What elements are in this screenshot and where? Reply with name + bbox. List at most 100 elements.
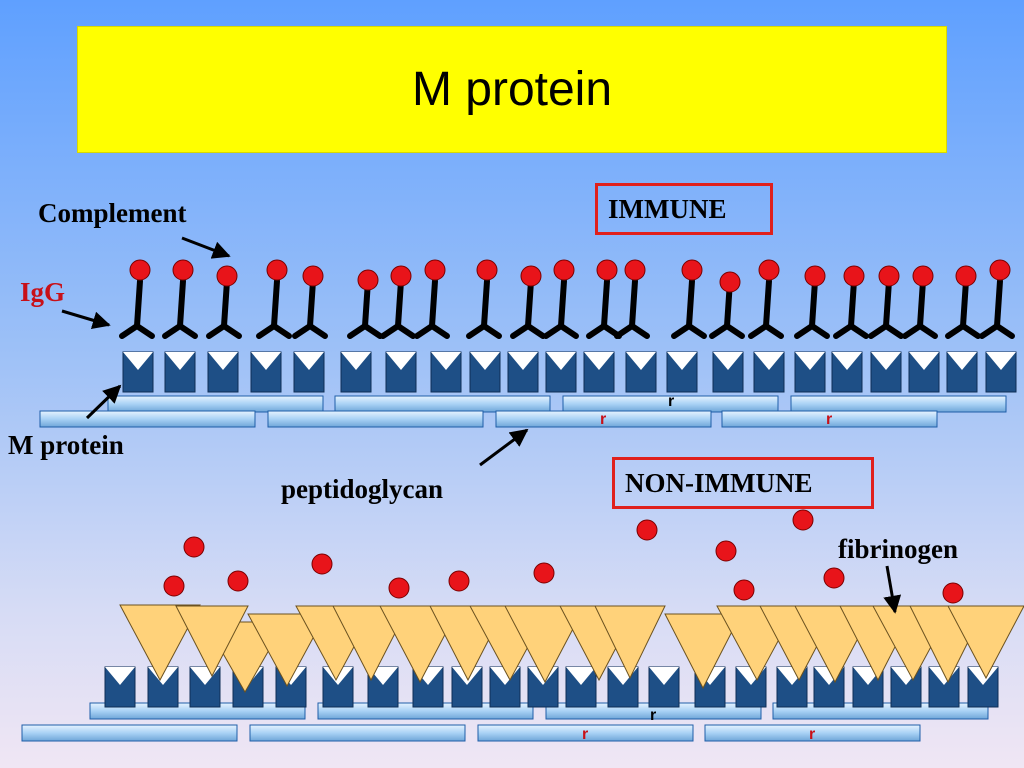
m-protein-notch <box>754 352 784 370</box>
complement-ball <box>719 271 741 293</box>
m-protein-notch <box>871 352 901 370</box>
igg-arm <box>794 323 815 339</box>
igg-arm <box>543 323 564 339</box>
complement-label: Complement <box>38 198 187 228</box>
complement-ball <box>448 570 470 592</box>
peptidoglycan-label: peptidoglycan <box>281 474 444 504</box>
complement-ball <box>266 259 288 281</box>
complement-ball <box>912 265 934 287</box>
complement-ball <box>636 519 658 541</box>
igg-stem <box>481 278 490 329</box>
igg-arm <box>525 323 546 339</box>
complement-ball <box>302 265 324 287</box>
igg-arm <box>917 323 938 339</box>
m-protein-notch <box>294 352 324 370</box>
peptidoglycan-bar <box>39 410 256 428</box>
complement-ball <box>843 265 865 287</box>
m-protein-notch <box>208 352 238 370</box>
igg-arm <box>709 323 730 339</box>
igg-stem <box>601 278 610 329</box>
complement-ball <box>596 259 618 281</box>
r-label: r <box>582 726 588 743</box>
fibrinogen-triangle <box>947 605 1024 680</box>
non-immune-label: NON-IMMUNE <box>612 457 874 509</box>
peptidoglycan-bar <box>721 410 938 428</box>
igg-stem <box>848 278 857 329</box>
fibrinogen-label: fibrinogen <box>838 534 959 564</box>
complement-ball <box>520 265 542 287</box>
peptidoglycan-bar <box>334 395 551 413</box>
igg-label: IgG <box>20 277 66 307</box>
m-protein-notch <box>968 667 998 685</box>
fibrinogen-triangle <box>594 605 666 680</box>
r-label: r <box>650 707 656 724</box>
m-protein-label: M protein <box>8 430 124 460</box>
m-protein-notch <box>566 667 596 685</box>
igg-stem <box>763 278 772 329</box>
igg-stem <box>883 278 892 329</box>
complement-ball <box>424 259 446 281</box>
m-protein-notch <box>667 352 697 370</box>
igg-arm <box>292 323 313 339</box>
m-protein-notch <box>626 352 656 370</box>
m-protein-notch <box>123 352 153 370</box>
complement-ball <box>476 259 498 281</box>
complement-ball <box>390 265 412 287</box>
title-banner: M protein <box>77 26 947 153</box>
complement-ball <box>878 265 900 287</box>
igg-arm <box>380 323 401 339</box>
m-protein-notch <box>832 352 862 370</box>
igg-arm <box>395 323 416 339</box>
m-protein-notch <box>251 352 281 370</box>
peptidoglycan-bar <box>477 724 694 742</box>
igg-stem <box>429 278 438 329</box>
page-title: M protein <box>411 63 613 116</box>
igg-arm <box>724 323 745 339</box>
igg-stem <box>221 278 230 329</box>
fibrinogen-triangle <box>175 605 249 678</box>
igg-arm <box>429 323 450 339</box>
peptidoglycan-bar <box>267 410 484 428</box>
fibrinogen-triangle <box>664 613 742 690</box>
igg-arm <box>868 323 889 339</box>
igg-stem <box>917 278 926 329</box>
complement-ball <box>792 509 814 531</box>
igg-arm <box>848 323 869 339</box>
r-label: r <box>600 411 606 428</box>
igg-stem <box>271 278 280 329</box>
complement-ball <box>681 259 703 281</box>
igg-arm <box>586 323 607 339</box>
m-protein-notch <box>105 667 135 685</box>
complement-ball <box>989 259 1011 281</box>
peptidoglycan-bar <box>495 410 712 428</box>
complement-ball <box>227 570 249 592</box>
complement-ball <box>172 259 194 281</box>
complement-ball <box>624 259 646 281</box>
pointer-arrow <box>181 236 231 259</box>
m-protein-notch <box>341 352 371 370</box>
pointer-arrow <box>85 384 122 420</box>
igg-arm <box>686 323 707 339</box>
m-protein-notch <box>546 352 576 370</box>
igg-arm <box>307 323 328 339</box>
fibrinogen-triangle <box>504 605 586 684</box>
igg-stem <box>629 278 638 329</box>
igg-arm <box>510 323 531 339</box>
peptidoglycan-bar <box>107 395 324 413</box>
m-protein-notch <box>386 352 416 370</box>
complement-ball <box>129 259 151 281</box>
igg-arm <box>221 323 242 339</box>
m-protein-notch <box>909 352 939 370</box>
igg-arm <box>671 323 692 339</box>
igg-arm <box>902 323 923 339</box>
igg-stem <box>809 278 818 329</box>
m-protein-notch <box>649 667 679 685</box>
igg-stem <box>558 278 567 329</box>
complement-ball <box>733 579 755 601</box>
igg-arm <box>833 323 854 339</box>
immune-label: IMMUNE <box>595 183 773 235</box>
peptidoglycan-bar <box>249 724 466 742</box>
igg-arm <box>994 323 1015 339</box>
igg-arm <box>134 323 155 339</box>
igg-stem <box>395 278 404 329</box>
